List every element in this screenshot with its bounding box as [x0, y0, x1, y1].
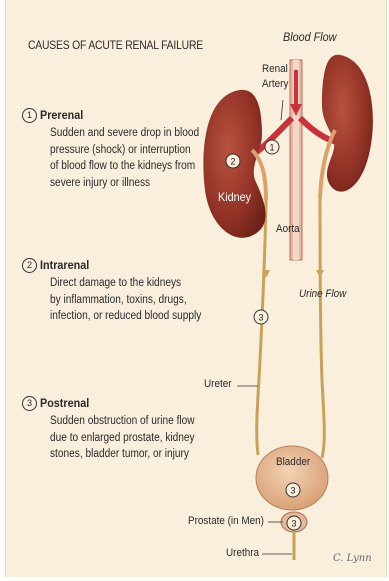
right-ureter [320, 198, 324, 458]
label-urethra: Urethra [226, 547, 259, 559]
leader-renal-artery [281, 100, 283, 120]
label-blood-flow: Blood Flow [283, 30, 336, 44]
svg-text:1: 1 [269, 143, 274, 153]
label-aorta: Aorta [276, 223, 300, 235]
left-ureter [257, 200, 266, 455]
label-artery: Artery [262, 78, 288, 90]
label-ureter: Ureter [204, 378, 232, 390]
marker-postrenal-bladder: 3 [286, 483, 300, 497]
marker-postrenal-ureter: 3 [254, 310, 268, 324]
label-kidney: Kidney [218, 190, 251, 204]
marker-postrenal-prostate: 3 [287, 516, 301, 530]
label-prostate: Prostate (in Men) [188, 515, 264, 527]
right-kidney [322, 55, 373, 192]
flow-arrow-right [316, 270, 324, 278]
svg-text:3: 3 [258, 313, 263, 323]
label-urine-flow: Urine Flow [299, 288, 346, 300]
svg-text:2: 2 [230, 157, 235, 167]
svg-text:3: 3 [290, 486, 295, 496]
label-renal: Renal [262, 63, 288, 75]
svg-text:3: 3 [291, 519, 296, 529]
artist-signature: C. Lynn [333, 553, 372, 564]
marker-intrarenal: 2 [226, 154, 240, 168]
label-bladder: Bladder [276, 456, 310, 468]
marker-prerenal: 1 [265, 140, 279, 154]
